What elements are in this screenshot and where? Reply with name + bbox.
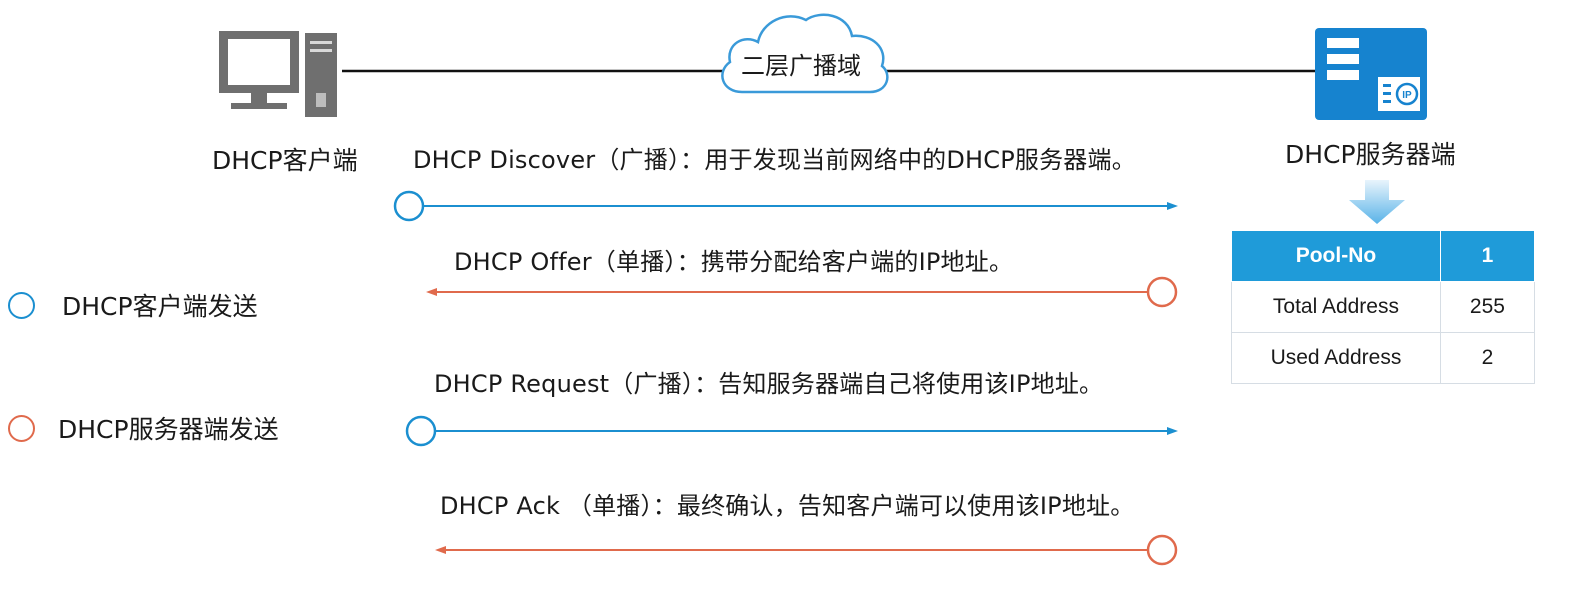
table-cell: Used Address [1231, 332, 1441, 384]
legend-server-marker [8, 415, 35, 442]
message-offer: DHCP Offer（单播）：携带分配给客户端的IP地址。 [454, 248, 1014, 276]
table-cell: 255 [1439, 281, 1536, 333]
legend-client-label: DHCP客户端发送 [62, 292, 258, 321]
cloud-label: 二层广播域 [741, 52, 861, 80]
arrow-request [405, 415, 1178, 447]
address-pool-table: Pool-No 1 Total Address 255 Used Address… [1231, 230, 1536, 384]
message-ack: DHCP Ack （单播）：最终确认，告知客户端可以使用该IP地址。 [440, 492, 1135, 520]
table-cell: Total Address [1231, 281, 1441, 333]
cloud-icon [721, 13, 889, 94]
message-discover: DHCP Discover（广播）：用于发现当前网络中的DHCP服务器端。 [413, 146, 1136, 174]
arrow-offer [426, 276, 1178, 308]
table-cell: 2 [1439, 332, 1536, 384]
arrow-discover [393, 190, 1178, 222]
message-request: DHCP Request（广播）：告知服务器端自己将使用该IP地址。 [434, 370, 1104, 398]
table-row: Used Address 2 [1231, 332, 1536, 384]
table-row: Total Address 255 [1231, 281, 1536, 333]
table-header-cell: 1 [1439, 230, 1536, 282]
client-label: DHCP客户端 [212, 146, 358, 175]
arrow-ack [435, 534, 1178, 566]
down-arrow-icon [1349, 180, 1405, 224]
server-label: DHCP服务器端 [1285, 140, 1456, 169]
desktop-computer-icon [219, 31, 337, 117]
legend-server-label: DHCP服务器端发送 [58, 415, 279, 444]
server-ip-icon: IP [1315, 28, 1427, 120]
legend-client-marker [8, 292, 35, 319]
svg-text:IP: IP [1402, 90, 1412, 101]
